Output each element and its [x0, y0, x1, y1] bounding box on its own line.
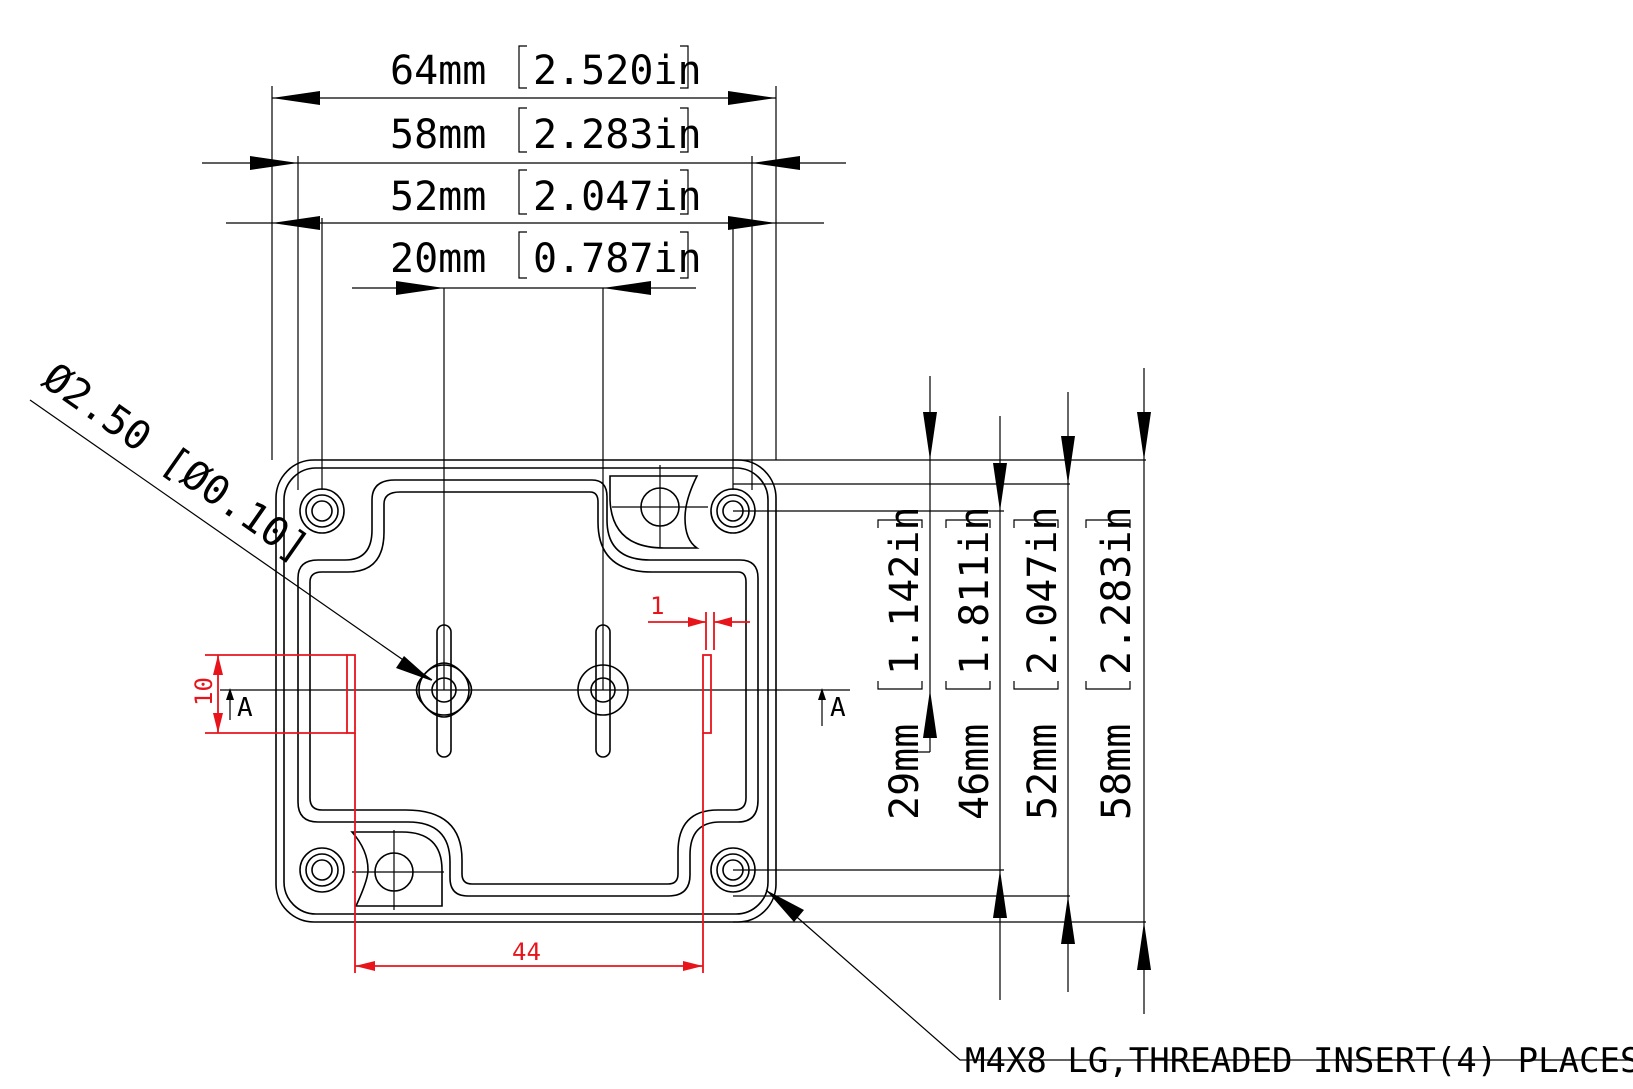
dimension-64mm: 64mm 2.520in: [271, 45, 777, 460]
insert-callout: M4X8 LG,THREADED INSERT(4) PLACES.: [765, 889, 1633, 1081]
dimension-29mm: 29mm 1.142in: [877, 376, 937, 820]
dim-58-in: 2.283in: [533, 112, 702, 158]
red-dim-width-text: 44: [512, 938, 541, 966]
red-rib-right: [702, 654, 712, 734]
dim-52-mm-right: 52mm: [1020, 724, 1066, 820]
dimension-58mm-right: 58mm 2.283in: [1085, 368, 1151, 1014]
dim-46-mm: 46mm: [952, 724, 998, 820]
dim-64-in: 2.520in: [533, 48, 702, 94]
dimension-46mm: 46mm 1.811in: [945, 416, 1007, 1000]
dimension-20mm: 20mm 0.787in: [352, 231, 702, 690]
dim-46-in: 1.811in: [952, 506, 998, 675]
threaded-insert-bottom-left: [299, 847, 345, 893]
red-dimension-height: 10: [190, 654, 347, 734]
dim-64-mm: 64mm: [390, 48, 486, 94]
dim-52-in-right: 2.047in: [1020, 506, 1066, 675]
insert-note-text: M4X8 LG,THREADED INSERT(4) PLACES.: [965, 1041, 1633, 1081]
dim-29-in: 1.142in: [882, 506, 928, 675]
dim-58-mm-right: 58mm: [1094, 724, 1140, 820]
dimension-58mm: 58mm 2.283in: [202, 107, 846, 490]
section-label-right: A: [830, 693, 846, 723]
extension-lines-right: [733, 459, 1146, 923]
dimension-52mm-right: 52mm 2.047in: [1013, 392, 1075, 992]
hole-callout-text: Ø2.50 [Ø0.10]: [34, 355, 317, 572]
red-dim-height-text: 10: [190, 677, 218, 706]
enclosure-outline: [275, 459, 777, 923]
section-line-a: A A: [220, 688, 850, 726]
dim-52-in-top: 2.047in: [533, 174, 702, 220]
red-dimension-gap: 1: [648, 592, 750, 650]
red-dimension-width: 44: [354, 733, 704, 973]
dim-58-mm: 58mm: [390, 112, 486, 158]
red-rib-left: [346, 654, 356, 734]
dim-20-in: 0.787in: [533, 236, 702, 282]
dim-52-mm-top: 52mm: [390, 174, 486, 220]
inner-cavity: [297, 479, 759, 897]
dim-58-in-right: 2.283in: [1094, 506, 1140, 675]
dimension-52mm-top: 52mm 2.047in: [226, 169, 824, 490]
section-label-left: A: [237, 693, 253, 723]
red-dim-gap-text: 1: [650, 592, 664, 620]
corner-pocket-bottom-left: [350, 830, 444, 910]
dim-20-mm: 20mm: [390, 236, 486, 282]
corner-pocket-top-right: [609, 465, 708, 549]
dim-29-mm: 29mm: [882, 724, 928, 820]
